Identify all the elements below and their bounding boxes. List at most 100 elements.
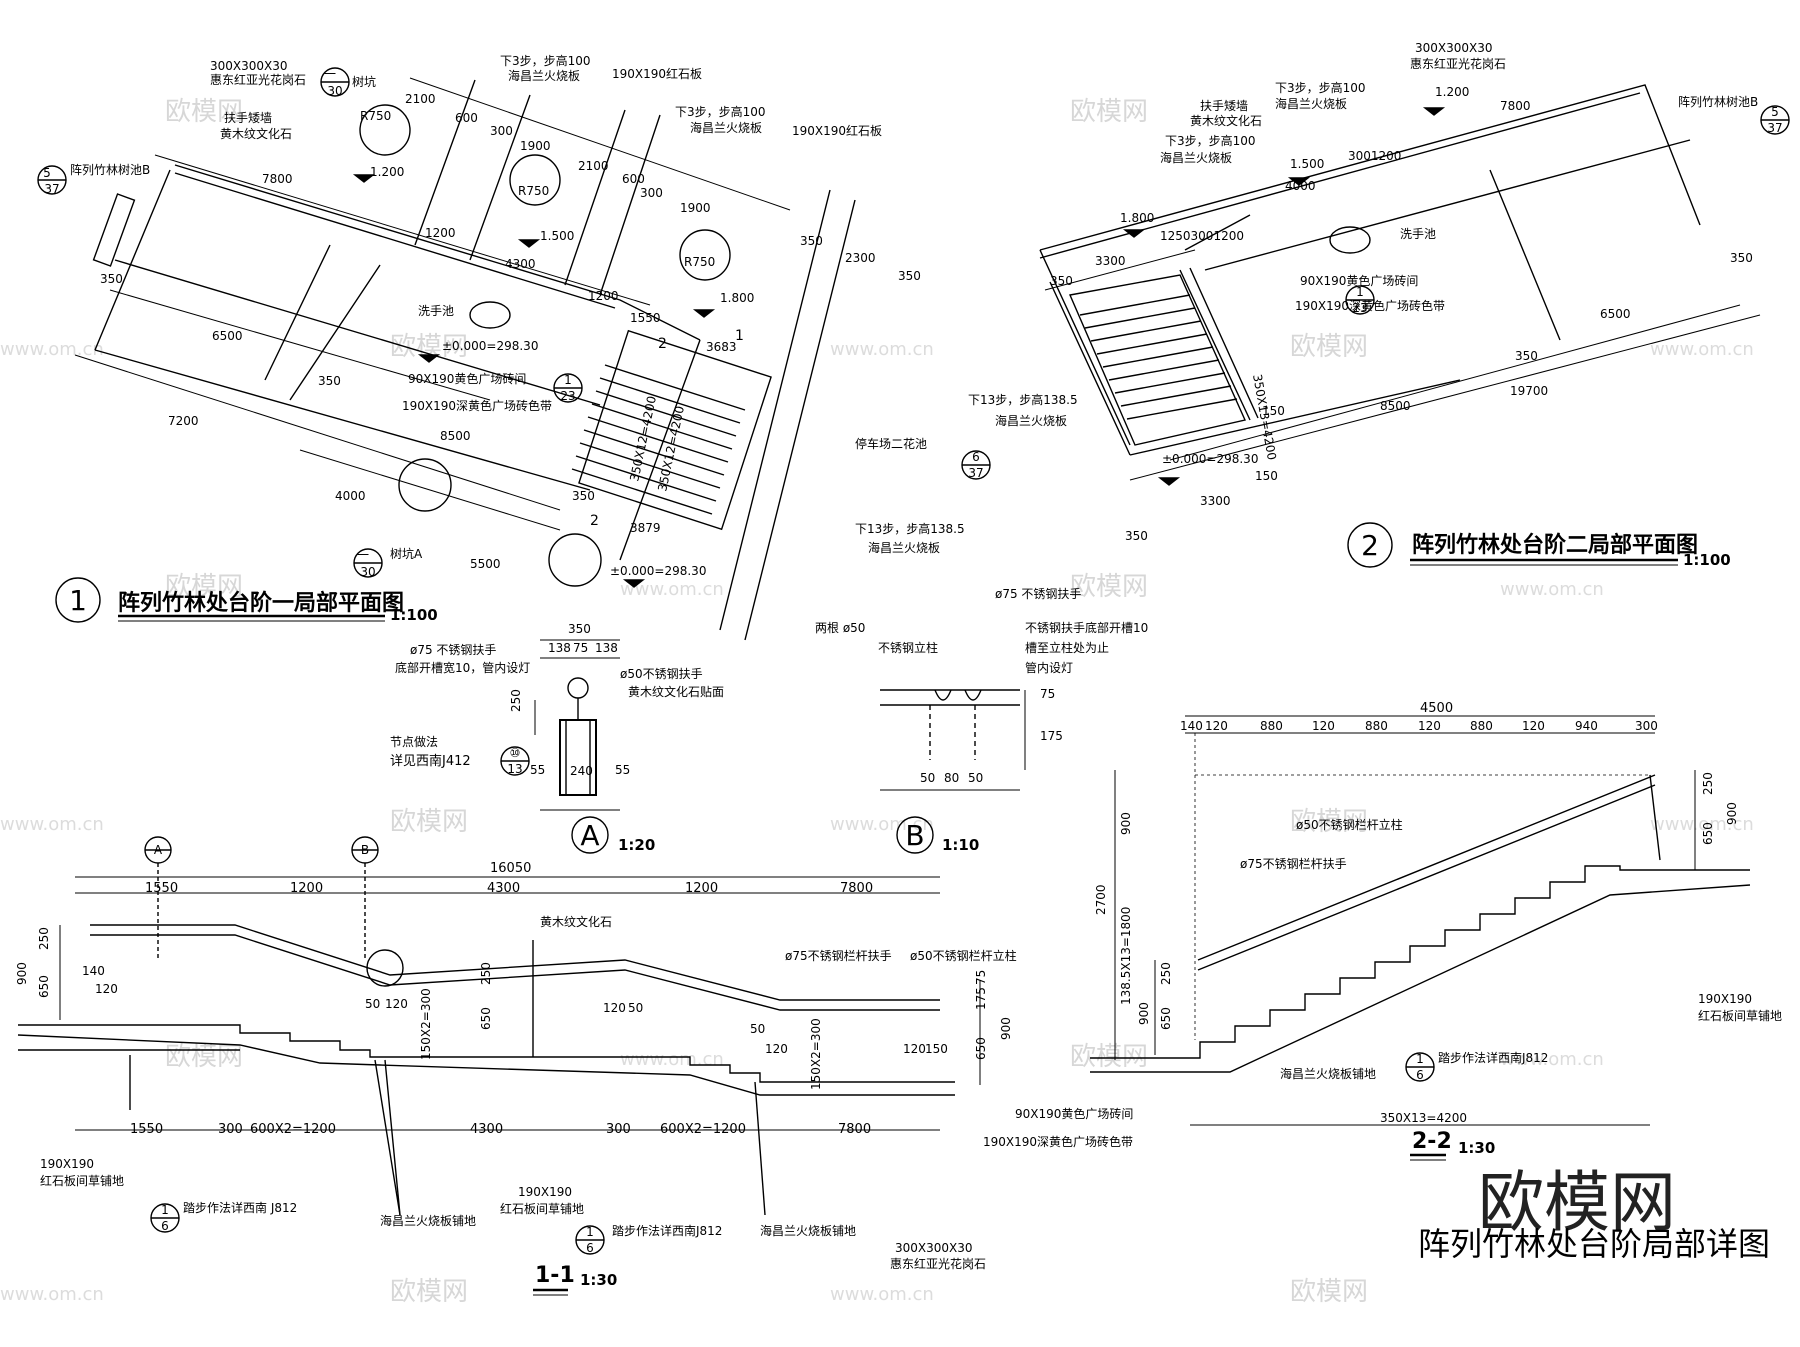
dim: 120 — [95, 982, 118, 996]
section-1-1-scale: 1:30 — [580, 1271, 617, 1289]
ref-top: 1 — [1416, 1052, 1424, 1066]
detail-a-scale: 1:20 — [618, 836, 655, 854]
ref-bottom: 37 — [1767, 121, 1782, 135]
dim: 3001200 — [1348, 149, 1401, 163]
label-step-ref: 踏步作法详西南 J812 — [183, 1200, 297, 1215]
label-rail: ø75不锈钢栏杆扶手 — [785, 948, 892, 963]
dim: 3683 — [706, 340, 737, 354]
dim: 900 — [1725, 802, 1739, 825]
dim: 50 — [920, 771, 935, 785]
detail-b-scale: 1:10 — [942, 836, 979, 854]
detail-a — [500, 639, 620, 854]
ref-bottom: 37 — [44, 182, 59, 196]
watermark: 欧模网 — [1290, 332, 1368, 362]
stair-profile — [1090, 865, 1750, 1059]
dim: 3879 — [630, 521, 661, 535]
label-rail-slot: 底部开槽宽10，管内设灯 — [395, 660, 530, 675]
dim: 600 — [622, 172, 645, 186]
plan1-scale: 1:100 — [390, 606, 438, 624]
elevation: 1.800 — [1120, 211, 1154, 225]
dim: 300 — [640, 186, 663, 200]
dim-bottom: 300 — [218, 1122, 243, 1137]
dim-top: 7800 — [840, 881, 873, 896]
handrail-line — [1197, 774, 1656, 961]
section-1-1-text: A B 16050 1550 1200 4300 1200 7800 黄木纹文化… — [15, 843, 1017, 1296]
dim-top: 120 — [1418, 719, 1441, 733]
dim: 900 — [1137, 1002, 1151, 1025]
brand-logo-text: 欧模网 — [1478, 1164, 1676, 1241]
label-paving-material: 海昌兰火烧板铺地 — [380, 1213, 476, 1228]
tree-pit-circle — [398, 458, 452, 512]
dim: 138 — [548, 641, 571, 655]
plan1-upper-wall-inner — [174, 172, 616, 309]
plan1-upper-wall — [174, 164, 701, 341]
dim: 120 — [603, 1001, 626, 1015]
dim: 120 — [765, 1042, 788, 1056]
dim: 350 — [100, 272, 123, 286]
watermark-url: www.om.cn — [620, 1049, 724, 1070]
label-steps13: 下13步，步高138.5 — [855, 521, 965, 536]
plan1-lower-edge — [94, 349, 591, 491]
radius: R750 — [684, 255, 715, 269]
plan1-title: 阵列竹林处台阶一局部平面图 — [118, 590, 404, 616]
ref-bottom: 30 — [360, 565, 375, 579]
dim: 50 — [628, 1001, 643, 1015]
dim-bottom: 4300 — [470, 1122, 503, 1137]
label-steps13: 下13步，步高138.5 — [968, 392, 1078, 407]
stair-number: 2 — [590, 513, 599, 529]
label-steps13-material: 海昌兰火烧板 — [995, 413, 1067, 428]
dim: 150 — [925, 1042, 948, 1056]
watermark-url: www.om.cn — [830, 1284, 934, 1305]
tree-pit-circle — [359, 104, 411, 156]
dim: 900 — [999, 1017, 1013, 1040]
label-bamboo-pool: 阵列竹林树池B — [70, 162, 150, 177]
label-granite: 300X300X30 — [895, 1241, 973, 1255]
ref-top: 5 — [43, 166, 51, 180]
plan2-stair — [1069, 274, 1246, 446]
dim: 175 — [1040, 729, 1063, 743]
dim: 650 — [974, 1037, 988, 1060]
ref-bottom: 37 — [968, 466, 983, 480]
dim-top: 880 — [1470, 719, 1493, 733]
section-2-2 — [1090, 715, 1751, 1126]
dim: 150X2=300 — [419, 988, 433, 1060]
label-slab-grass: 红石板间草铺地 — [40, 1173, 124, 1188]
section-1-1-label: 1-1 — [535, 1263, 575, 1288]
dim: 7800 — [262, 172, 293, 186]
label-granite: 300X300X30 — [210, 59, 288, 73]
ref-top: 1 — [564, 373, 572, 387]
label-bamboo-pool: 阵列竹林树池B — [1678, 94, 1758, 109]
watermark: 欧模网 — [390, 1277, 468, 1307]
dim: 50 — [968, 771, 983, 785]
dim-bottom: 7800 — [838, 1122, 871, 1137]
dim-total: 4500 — [1420, 701, 1453, 716]
label-step-ref: 踏步作法详西南J812 — [1438, 1050, 1548, 1065]
detail-b-label: B — [905, 819, 924, 852]
dim: 2100 — [578, 159, 609, 173]
ref-top: 一 — [324, 67, 336, 81]
ref-top: 一 — [357, 548, 369, 562]
label-steps: 下3步，步高100 — [675, 104, 766, 119]
watermark: 欧模网 — [165, 97, 243, 127]
ref-top: ⑩ — [510, 746, 521, 760]
section-tag-b: B — [361, 843, 369, 857]
dim: 650 — [479, 1007, 493, 1030]
dim: 240 — [570, 764, 593, 778]
label-granite-name: 惠东红亚光花岗石 — [1410, 56, 1506, 71]
section-1-1 — [17, 836, 981, 1255]
dim-bottom: 300 — [606, 1122, 631, 1137]
section-tag-a: A — [154, 843, 163, 857]
elevation: 1.800 — [720, 291, 754, 305]
plan2-title: 阵列竹林处台阶二局部平面图 — [1412, 532, 1698, 558]
watermark: 欧模网 — [1290, 807, 1368, 837]
watermark: 欧模网 — [165, 1042, 243, 1072]
label-granite-name: 惠东红亚光花岗石 — [210, 72, 306, 87]
ref-top: 5 — [1771, 105, 1779, 119]
ref-top: 6 — [972, 450, 980, 464]
dim: 6500 — [1600, 307, 1631, 321]
ref-top: 1 — [586, 1225, 594, 1239]
watermark-layer: 欧模网 欧模网 欧模网 欧模网 欧模网 欧模网 欧模网 欧模网 欧模网 欧模网 … — [0, 97, 1754, 1307]
dim: 7200 — [168, 414, 199, 428]
label-basin: 洗手池 — [418, 304, 454, 318]
dim: 1550 — [630, 311, 661, 325]
